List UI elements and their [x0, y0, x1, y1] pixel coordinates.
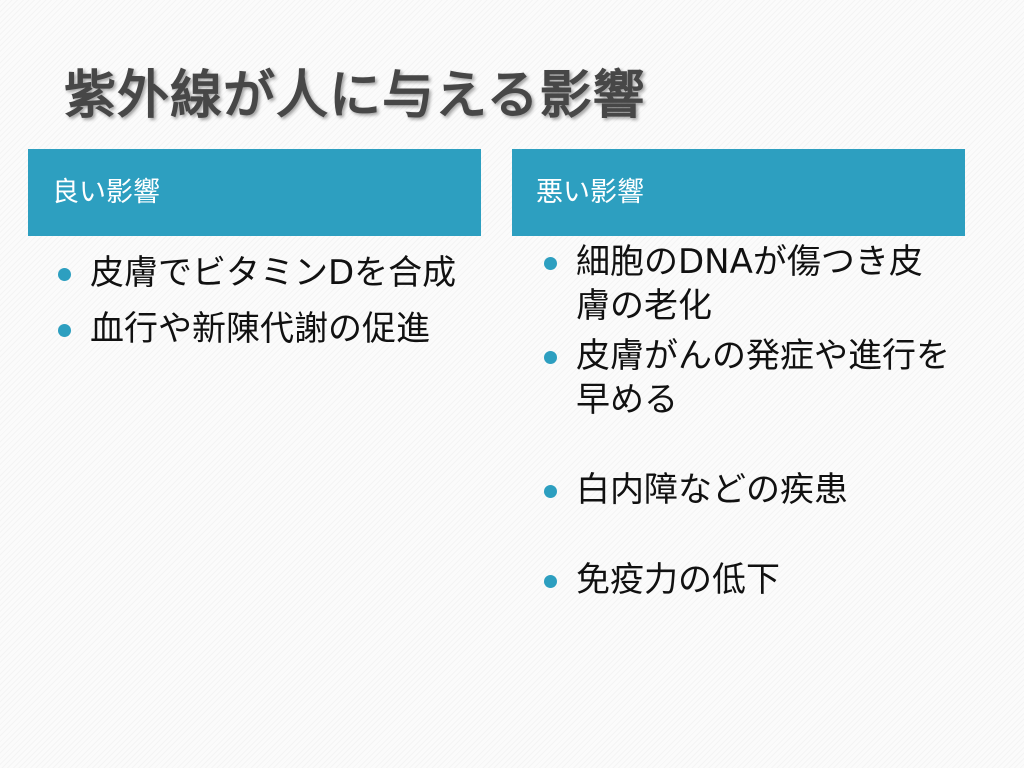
list-item-text: 血行や新陳代謝の促進 [90, 309, 430, 349]
bullet-icon [544, 485, 557, 498]
good-effects-header-label: 良い影響 [52, 177, 160, 208]
list-item: 血行や新陳代謝の促進 [58, 307, 488, 351]
bad-effects-list: 細胞のDNAが傷つき皮膚の老化 皮膚がんの発症や進行を早める 白内障などの疾患 … [544, 240, 954, 602]
slide-title: 紫外線が人に与える影響 [64, 66, 646, 126]
list-item: 皮膚でビタミンDを合成 [58, 251, 488, 295]
bad-effects-header-label: 悪い影響 [536, 177, 644, 208]
good-effects-list: 皮膚でビタミンDを合成 血行や新陳代謝の促進 [58, 251, 488, 363]
bullet-icon [544, 575, 557, 588]
bullet-icon [58, 268, 71, 281]
list-item-text: 皮膚がんの発症や進行を早める [576, 336, 950, 420]
list-item-text: 細胞のDNAが傷つき皮膚の老化 [576, 242, 923, 326]
list-item-text: 皮膚でビタミンDを合成 [90, 253, 457, 293]
bullet-icon [58, 324, 71, 337]
list-item-text: 免疫力の低下 [576, 560, 780, 600]
list-item: 免疫力の低下 [544, 558, 954, 602]
good-effects-header: 良い影響 [28, 149, 481, 236]
list-item: 細胞のDNAが傷つき皮膚の老化 [544, 240, 954, 328]
bullet-icon [544, 257, 557, 270]
list-item-text: 白内障などの疾患 [576, 470, 848, 510]
list-item: 皮膚がんの発症や進行を早める [544, 334, 954, 422]
bullet-icon [544, 351, 557, 364]
bad-effects-header: 悪い影響 [512, 149, 965, 236]
list-item: 白内障などの疾患 [544, 468, 954, 512]
